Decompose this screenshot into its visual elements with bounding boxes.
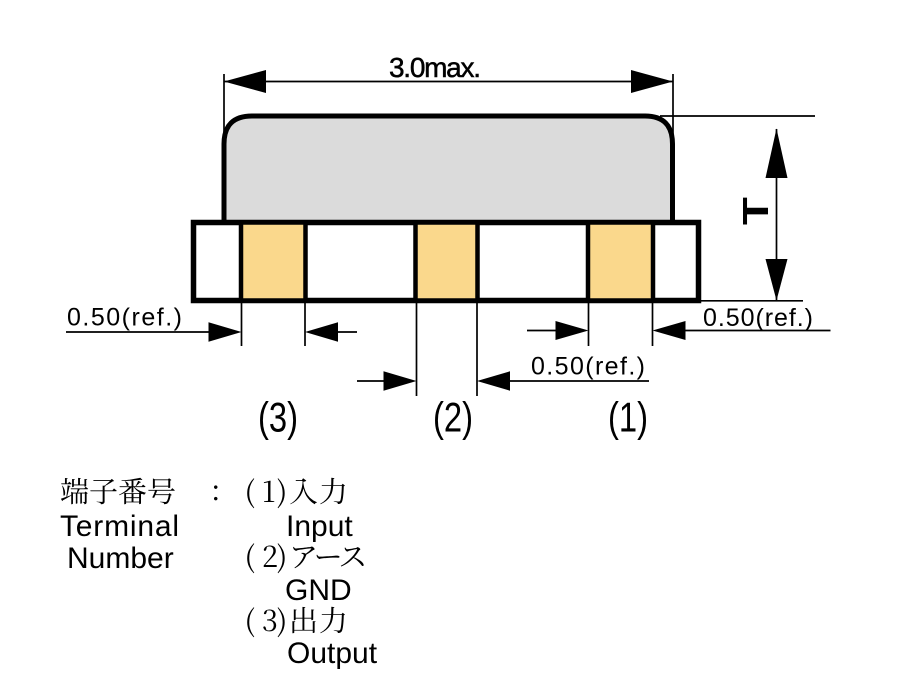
- svg-text:GND: GND: [285, 574, 352, 607]
- svg-text:Output: Output: [287, 637, 378, 670]
- svg-text:3.0max.: 3.0max.: [389, 52, 481, 83]
- svg-text:Number: Number: [67, 542, 174, 575]
- svg-text:Input: Input: [286, 510, 353, 543]
- svg-text:0.50(ref.): 0.50(ref.): [531, 353, 645, 381]
- svg-text:0.50(ref.): 0.50(ref.): [67, 304, 182, 332]
- svg-text:Terminal: Terminal: [60, 510, 179, 543]
- svg-text:(1): (1): [608, 394, 648, 441]
- svg-text:(2): (2): [433, 394, 473, 441]
- svg-text:0.50(ref.): 0.50(ref.): [703, 304, 813, 332]
- svg-text:(3): (3): [258, 394, 298, 441]
- svg-text:T: T: [736, 197, 776, 225]
